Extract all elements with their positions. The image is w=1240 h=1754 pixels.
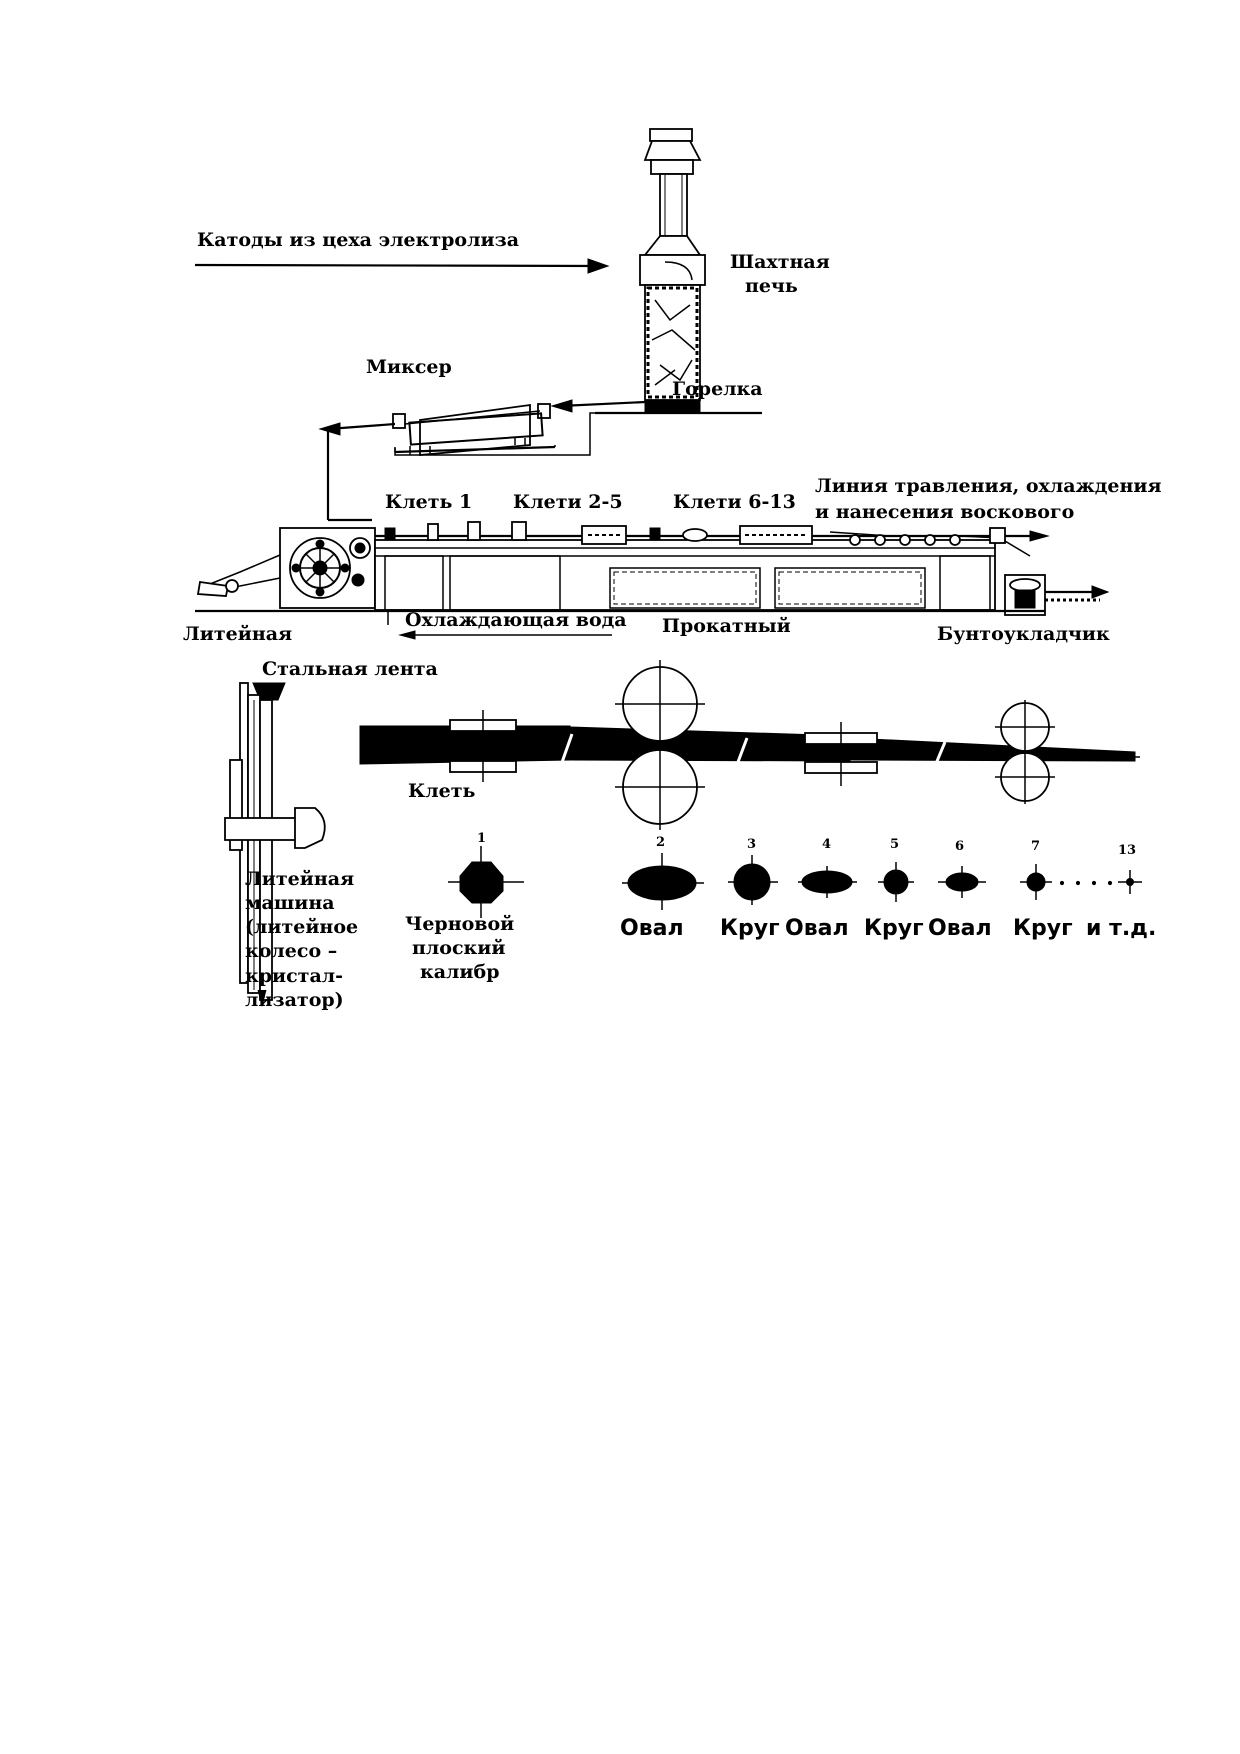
pass-number-5: 5 — [890, 837, 899, 852]
mixer-label: Миксер — [366, 356, 452, 378]
pass-number-13: 13 — [1118, 843, 1136, 858]
casting-machine-label-line6: лизатор) — [245, 989, 344, 1011]
shaft-furnace — [639, 128, 706, 413]
pass-shape-7 — [1020, 864, 1052, 900]
casting-label: Литейная — [183, 623, 292, 645]
casting-machine-label-line1: Литейная — [245, 868, 354, 890]
burner-label: Горелка — [672, 378, 763, 400]
pass-number-3: 3 — [747, 837, 756, 852]
cathodes-label: Катоды из цеха электролиза — [197, 229, 519, 251]
pass-number-2: 2 — [656, 835, 665, 850]
rough-caliber-label-line3: калибр — [420, 961, 499, 983]
pass-shape-2 — [622, 853, 704, 910]
pass-number-7: 7 — [1031, 839, 1040, 854]
pass-shape-name-oval-1: Овал — [620, 916, 684, 941]
pass-shape-5 — [878, 862, 914, 902]
rough-caliber-label-line1: Черновой — [405, 913, 514, 935]
coiler — [1004, 574, 1110, 616]
stands-2-5-label: Клети 2-5 — [513, 491, 623, 513]
casting-machine-label-line3: (литейное — [245, 916, 358, 938]
pass-number-1: 1 — [477, 831, 486, 846]
continuation-dots — [1059, 880, 1113, 886]
pass-number-6: 6 — [955, 839, 964, 854]
pass-shape-3 — [728, 855, 778, 905]
pass-shape-6 — [938, 866, 986, 898]
pass-shape-1 — [448, 846, 524, 918]
stand-label: Клеть — [408, 780, 476, 802]
rolling-label: Прокатный — [662, 615, 791, 637]
rough-caliber-label-line2: плоский — [412, 937, 505, 959]
pass-shape-name-oval-3: Овал — [928, 916, 992, 941]
pickling-line-label-line1: Линия травления, охлаждения — [815, 475, 1162, 497]
mixer-support-outline — [394, 412, 600, 456]
casting-machine-label-line4: колесо – — [245, 940, 337, 962]
casting-machine-label-line2: машина — [245, 892, 335, 914]
cooling-water-label: Охлаждающая вода — [405, 609, 627, 631]
pass-shape-13 — [1118, 870, 1142, 894]
coiler-label: Бунтоукладчик — [937, 623, 1110, 645]
stands-6-13-label: Клети 6-13 — [673, 491, 796, 513]
roll-pass-scheme — [359, 660, 1140, 830]
pass-shape-name-etc: и т.д. — [1086, 916, 1156, 941]
cooling-water-arrow — [387, 610, 612, 640]
stand-1-label: Клеть 1 — [385, 491, 472, 513]
casting-machine-vertical — [224, 682, 326, 1007]
pickling-line-label-line2: и нанесения воскового — [815, 501, 1074, 523]
casting-wheel-unit — [196, 527, 376, 609]
pass-shape-name-oval-2: Овал — [785, 916, 849, 941]
pass-shape-name-round-2: Круг — [864, 916, 924, 941]
cathodes-flow-arrow — [194, 258, 610, 274]
furnace-to-mixer-pipe — [550, 399, 646, 413]
pass-number-4: 4 — [822, 837, 831, 852]
rolling-mill-frame — [374, 521, 1050, 611]
mixer-to-casting-pipe — [318, 422, 396, 522]
pass-shape-4 — [798, 866, 857, 898]
shaft-furnace-label-line1: Шахтная — [730, 251, 830, 273]
mixer — [392, 403, 556, 456]
casting-machine-label-line5: кристал- — [245, 965, 343, 987]
pass-shape-name-round-3: Круг — [1013, 916, 1073, 941]
pass-shapes — [448, 846, 1142, 918]
pass-shape-name-round-1: Круг — [720, 916, 780, 941]
steel-band-label: Стальная лента — [262, 658, 438, 680]
shaft-furnace-label-line2: печь — [745, 275, 798, 297]
